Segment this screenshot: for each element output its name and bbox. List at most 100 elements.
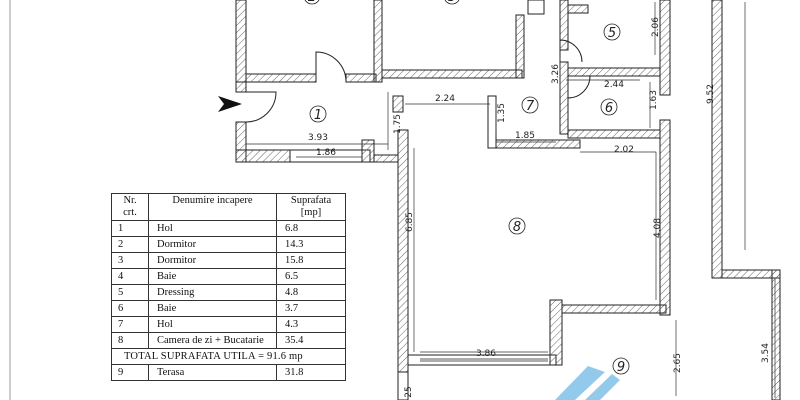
dim-label: 2.06 — [651, 17, 661, 37]
table-row: 2 Dormitor 14.3 — [111, 236, 346, 253]
dim-label: 3.93 — [308, 133, 328, 143]
cell-nr: 7 — [111, 316, 149, 333]
cell-nr: 2 — [111, 236, 149, 253]
table-row: 6 Baie 3.7 — [111, 300, 346, 317]
dim-label: 2.02 — [614, 145, 634, 155]
cell-nr: 3 — [111, 252, 149, 269]
cell-name: Hol — [148, 316, 277, 333]
cell-area: 14.3 — [276, 236, 346, 253]
door-swing-dressing — [559, 39, 583, 63]
wall-segment — [487, 139, 581, 149]
door-swing-entrance — [245, 91, 277, 123]
table-row: 5 Dressing 4.8 — [111, 284, 346, 301]
cell-nr: 1 — [111, 220, 149, 237]
cell-nr: 4 — [111, 268, 149, 285]
cell-area: 35.4 — [276, 332, 346, 349]
wall-segment — [397, 129, 409, 373]
total-area-text: TOTAL SUPRAFATA UTILA = 91.6 mp — [111, 348, 346, 365]
dim-label: 6.85 — [405, 212, 415, 232]
table-row: 4 Baie 6.5 — [111, 268, 346, 285]
room-number: 1 — [314, 108, 322, 123]
wall-segment — [235, 81, 247, 93]
dim-label: 1.75 — [393, 114, 403, 134]
cell-area: 15.8 — [276, 252, 346, 269]
wall-segment — [567, 4, 589, 14]
cell-name: Baie — [148, 268, 277, 285]
room-marker-9 — [612, 357, 630, 375]
room-number: 8 — [513, 220, 521, 235]
wall-segment — [373, 0, 383, 83]
dim-label: 2.24 — [435, 94, 455, 104]
dimension-labels: 3.93 1.86 1.75 2.24 1.35 1.85 3.26 2.44 … — [308, 17, 771, 398]
wall-segment — [515, 14, 525, 79]
cell-area: 4.8 — [276, 284, 346, 301]
wall-segment — [561, 304, 667, 314]
wall-segment — [345, 73, 377, 83]
wall-segment — [392, 95, 404, 113]
cell-nr: 9 — [111, 364, 149, 381]
cell-nr: 5 — [111, 284, 149, 301]
cell-name: Baie — [148, 300, 277, 317]
cell-name: Dormitor — [148, 252, 277, 269]
room-marker-2 — [304, 0, 320, 5]
room-marker-5 — [603, 23, 621, 41]
cell-area: 4.3 — [276, 316, 346, 333]
room-number: 2 — [308, 0, 316, 5]
dim-label: 2.44 — [604, 80, 624, 90]
dimension-lines — [246, 2, 776, 398]
wall-segment — [549, 299, 563, 366]
col-header-nr: Nr. crt. — [111, 193, 149, 221]
dim-label: 1.86 — [316, 148, 336, 158]
cell-area: 6.8 — [276, 220, 346, 237]
room-area-table: Nr. crt. Denumire incapere Suprafata [mp… — [111, 193, 346, 381]
cell-area: 6.5 — [276, 268, 346, 285]
wall-segment — [373, 154, 399, 163]
wall-segment — [559, 61, 569, 135]
dim-label: 25 — [404, 386, 414, 397]
room-markers: 1 2 3 5 6 7 8 9 — [304, 0, 630, 375]
col-header-name: Denumire incapere — [148, 193, 277, 221]
cell-name: Dressing — [148, 284, 277, 301]
wall-segment — [559, 0, 569, 51]
cell-name: Terasa — [148, 364, 277, 381]
total-row: TOTAL SUPRAFATA UTILA = 91.6 mp — [111, 348, 346, 365]
table-row: 8 Camera de zi + Bucatarie 35.4 — [111, 332, 346, 349]
wall-segment — [527, 0, 545, 15]
window-bottom — [420, 358, 548, 362]
table-row: 3 Dormitor 15.8 — [111, 252, 346, 269]
wall-segment — [567, 129, 661, 139]
cell-name: Hol — [148, 220, 277, 237]
table-row: 7 Hol 4.3 — [111, 316, 346, 333]
cell-area: 31.8 — [276, 364, 346, 381]
room-marker-6 — [600, 98, 618, 116]
door-swing-bedroom — [315, 51, 347, 83]
dim-label: 2.65 — [673, 353, 683, 373]
room-marker-8 — [508, 217, 526, 235]
wall-segment — [381, 69, 523, 79]
terrace-wall — [771, 269, 781, 400]
dim-label: 1.85 — [515, 131, 535, 141]
col-header-area: Suprafata [mp] — [276, 193, 346, 221]
room-number: 3 — [448, 0, 456, 5]
room-marker-1 — [309, 105, 327, 123]
wall-segment — [567, 67, 661, 77]
terrace-wall — [711, 0, 723, 279]
wall-segment — [235, 149, 297, 163]
cell-nr: 8 — [111, 332, 149, 349]
cell-name: Camera de zi + Bucatarie — [148, 332, 277, 349]
door-swings — [245, 39, 591, 123]
room-number: 5 — [608, 26, 616, 41]
dim-label: 3.86 — [476, 349, 496, 359]
room-marker-7 — [521, 96, 539, 114]
dim-label: 1.63 — [649, 90, 659, 110]
room-marker-3 — [444, 0, 460, 5]
wall-segment — [659, 119, 671, 316]
dim-label: 3.26 — [551, 64, 561, 84]
watermark-logo-icon — [555, 366, 620, 400]
table-row: 1 Hol 6.8 — [111, 220, 346, 237]
table-header-row: Nr. crt. Denumire incapere Suprafata [mp… — [111, 193, 346, 221]
dim-label: 3.54 — [761, 343, 771, 363]
terrace-wall — [721, 269, 781, 279]
